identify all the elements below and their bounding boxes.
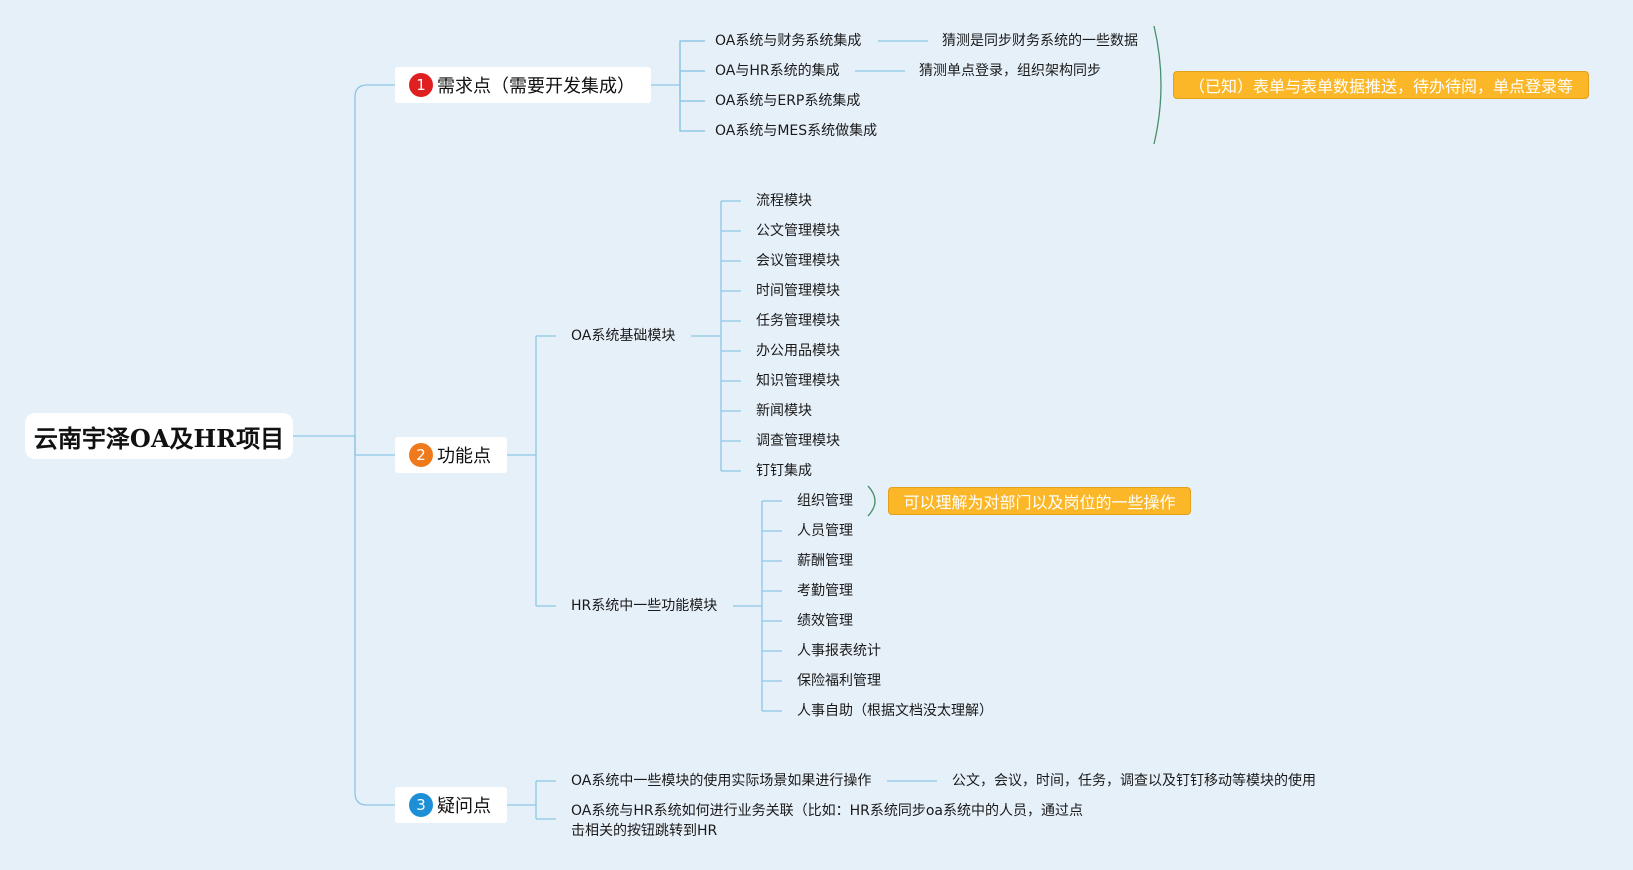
hr-module-item[interactable]: 保险福利管理 (797, 673, 881, 689)
hr-module-item[interactable]: 人事自助（根据文档没太理解） (797, 703, 993, 719)
question-note[interactable]: 公文，会议，时间，任务，调查以及钉钉移动等模块的使用 (952, 773, 1316, 789)
connector-line (679, 70, 705, 85)
hr-module-item[interactable]: 人事报表统计 (797, 643, 881, 659)
oa-module-item[interactable]: 公文管理模块 (756, 223, 840, 239)
number-badge-2: 2 (409, 443, 433, 467)
root-topic[interactable]: 云南宇泽OA及HR项目 (25, 413, 293, 459)
hr-module-item[interactable]: 考勤管理 (797, 583, 853, 599)
oa-module-item[interactable]: 知识管理模块 (756, 373, 840, 389)
hr-summary-callout[interactable]: 可以理解为对部门以及岗位的一些操作 (888, 487, 1191, 515)
question-item[interactable]: OA系统与HR系统如何进行业务关联（比如：HR系统同步oa系统中的人员，通过点击… (571, 803, 1084, 839)
oa-module-item[interactable]: 办公用品模块 (756, 343, 840, 359)
branch-features[interactable]: 2 功能点 (395, 437, 507, 473)
branch-requirements[interactable]: 1 需求点（需要开发集成） (395, 67, 651, 103)
summary-bracket (1153, 25, 1162, 145)
branch-questions[interactable]: 3 疑问点 (395, 787, 507, 823)
oa-module-item[interactable]: 任务管理模块 (756, 313, 840, 329)
hr-module-item[interactable]: 薪酬管理 (797, 553, 853, 569)
connector-line (354, 436, 395, 456)
root-title: 云南宇泽OA及HR项目 (33, 423, 285, 453)
connector-line (679, 85, 705, 132)
requirement-item[interactable]: OA与HR系统的集成 (715, 63, 840, 79)
branch-label: 功能点 (437, 446, 491, 467)
oa-module-item[interactable]: 调查管理模块 (756, 433, 840, 449)
hr-module-item[interactable]: 绩效管理 (797, 613, 853, 629)
oa-module-item[interactable]: 流程模块 (756, 193, 812, 209)
connector-line (679, 85, 705, 102)
callout-text: （已知）表单与表单数据推送，待办待阅，单点登录等 (1188, 77, 1573, 96)
branch-label: 疑问点 (437, 796, 491, 817)
connector-line (354, 84, 395, 436)
oa-module-item[interactable]: 钉钉集成 (756, 463, 812, 479)
oa-module-item[interactable]: 新闻模块 (756, 403, 812, 419)
callout-text: 可以理解为对部门以及岗位的一些操作 (903, 493, 1176, 512)
requirement-item[interactable]: OA系统与财务系统集成 (715, 33, 862, 49)
hr-module-item[interactable]: 组织管理 (797, 493, 853, 509)
number-badge-1: 1 (409, 73, 433, 97)
oa-basic-modules[interactable]: OA系统基础模块 (571, 328, 676, 344)
requirement-note[interactable]: 猜测是同步财务系统的一些数据 (942, 33, 1138, 49)
hr-function-modules[interactable]: HR系统中一些功能模块 (571, 598, 718, 614)
question-item[interactable]: OA系统中一些模块的使用实际场景如果进行操作 (571, 773, 872, 789)
requirement-note[interactable]: 猜测单点登录，组织架构同步 (919, 63, 1101, 79)
branch-label: 需求点（需要开发集成） (437, 76, 635, 97)
requirements-summary-callout[interactable]: （已知）表单与表单数据推送，待办待阅，单点登录等 (1173, 71, 1589, 99)
requirement-item[interactable]: OA系统与MES系统做集成 (715, 123, 878, 139)
oa-module-item[interactable]: 会议管理模块 (756, 253, 840, 269)
oa-module-item[interactable]: 时间管理模块 (756, 283, 840, 299)
summary-bracket (867, 485, 876, 517)
hr-module-item[interactable]: 人员管理 (797, 523, 853, 539)
number-badge-3: 3 (409, 793, 433, 817)
requirement-item[interactable]: OA系统与ERP系统集成 (715, 93, 861, 109)
connector-line (354, 436, 395, 806)
connector-line (679, 40, 705, 85)
